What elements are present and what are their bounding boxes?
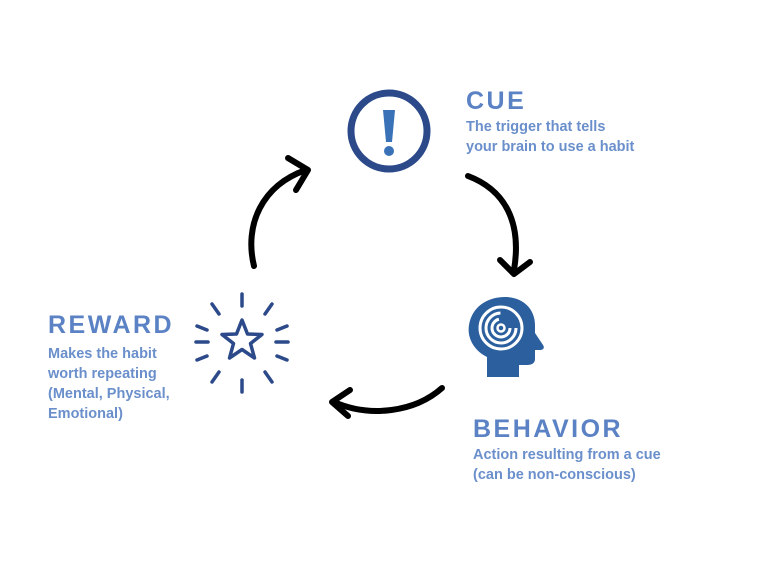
cue-title: CUE (466, 87, 527, 115)
reward-description-line: (Mental, Physical, (48, 386, 170, 402)
arrow-behavior-to-reward (329, 385, 445, 419)
exclamation-circle-icon (347, 89, 431, 173)
reward-description: Makes the habit worth repeating (Mental,… (48, 344, 170, 424)
cue-description: The trigger that tells your brain to use… (466, 117, 634, 157)
reward-description-line: worth repeating (48, 366, 157, 382)
reward-title: REWARD (48, 311, 175, 339)
behavior-description: Action resulting from a cue (can be non-… (473, 445, 661, 485)
sparkling-star-icon (194, 292, 290, 394)
behavior-title: BEHAVIOR (473, 415, 624, 443)
head-spiral-icon (468, 297, 544, 377)
cue-description-line: The trigger that tells (466, 119, 606, 135)
arrow-cue-to-behavior (465, 173, 533, 277)
behavior-description-line: (can be non-conscious) (473, 467, 636, 483)
arrow-reward-to-cue (248, 155, 311, 269)
behavior-description-line: Action resulting from a cue (473, 447, 661, 463)
reward-description-line: Makes the habit (48, 346, 157, 362)
cue-description-line: your brain to use a habit (466, 139, 635, 155)
reward-description-line: Emotional) (48, 406, 123, 422)
